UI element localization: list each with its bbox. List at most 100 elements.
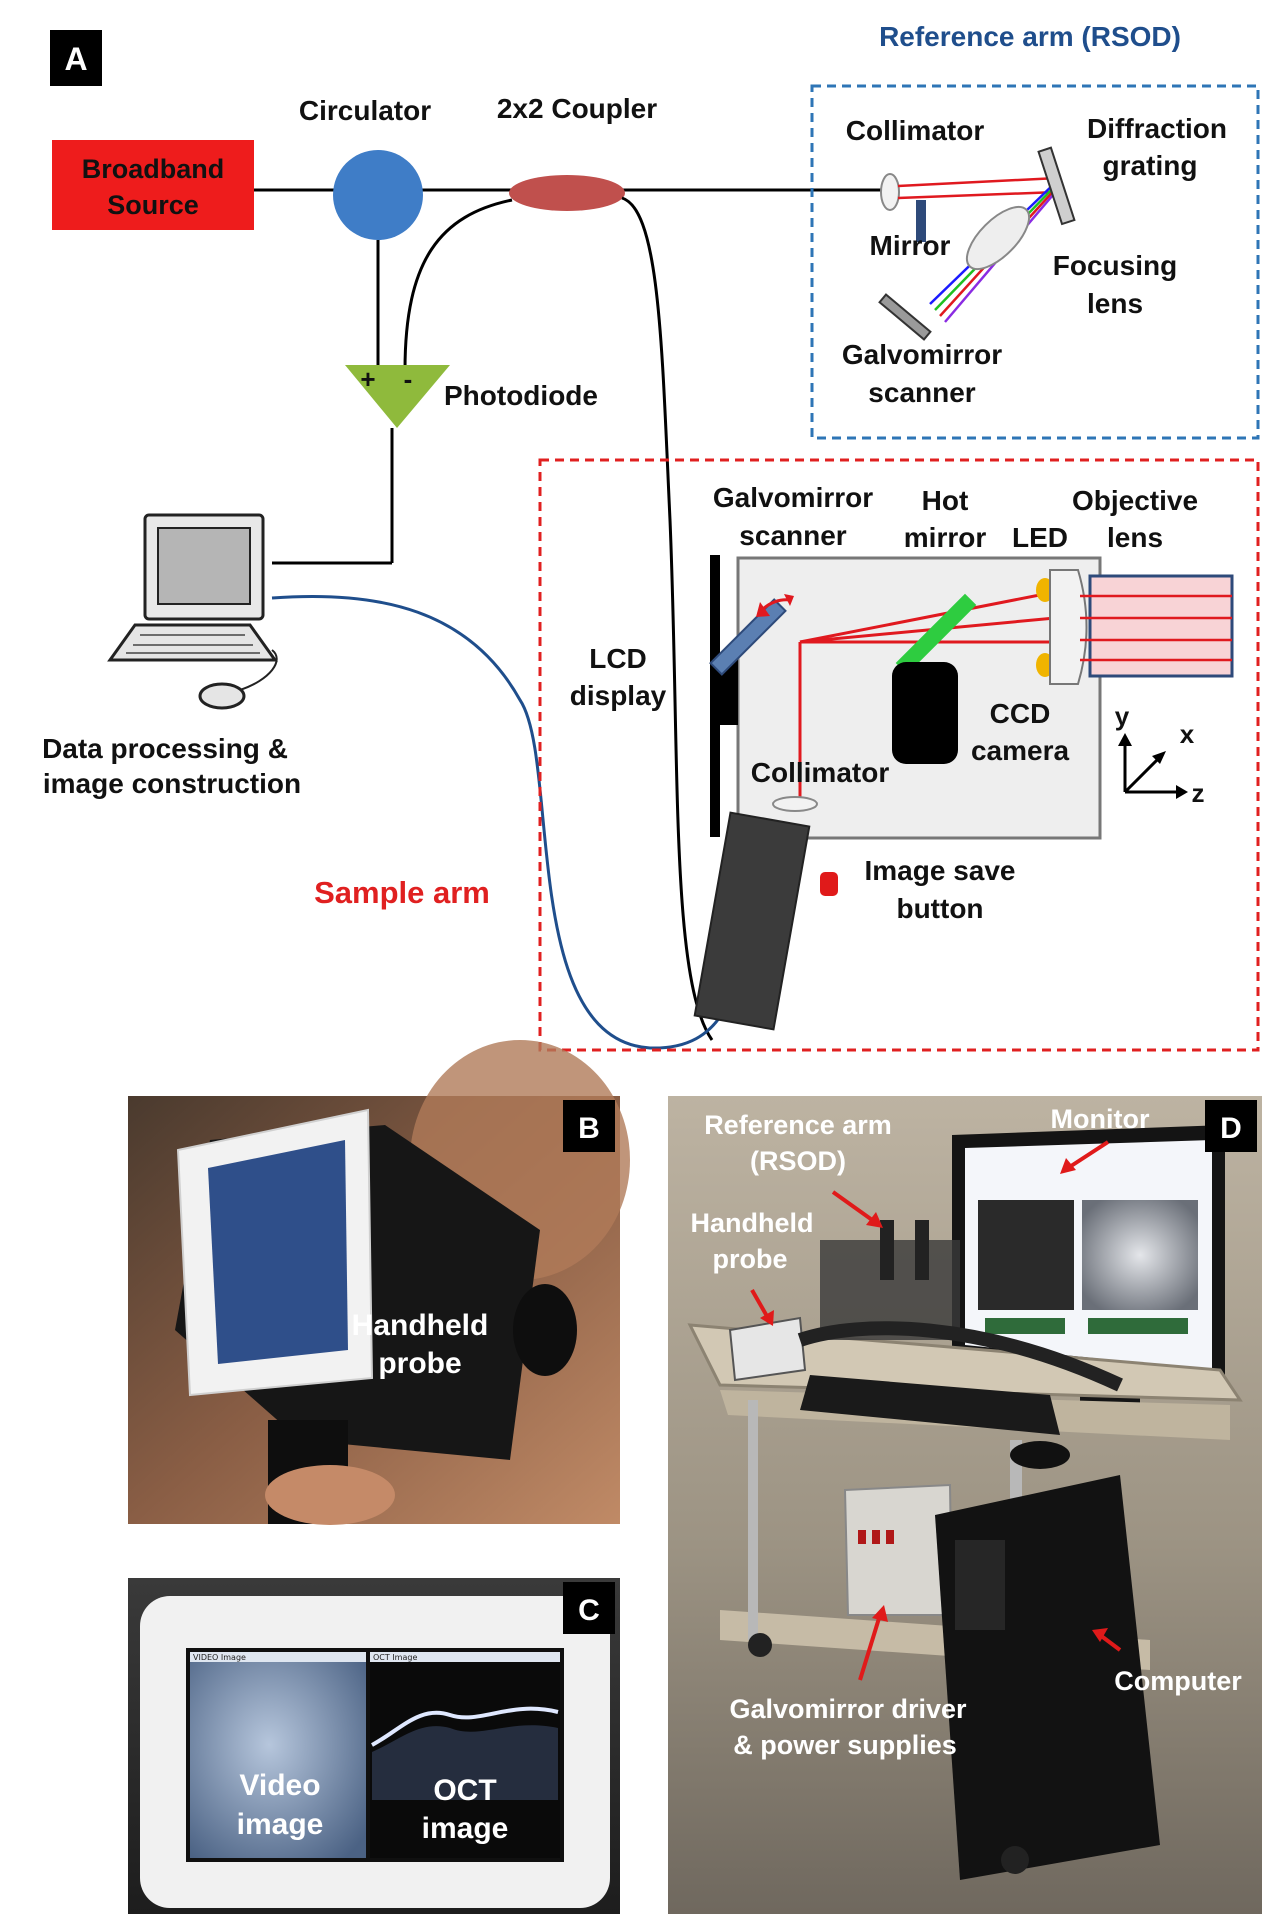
panel-a-letter-box (50, 30, 102, 86)
photodiode-triangle (345, 365, 450, 428)
video-pane-titlebar (190, 1652, 366, 1662)
panel-d-letter-box (1205, 1100, 1257, 1152)
panel-d-galvo-line2: & power supplies (733, 1730, 957, 1760)
ccd-camera-label-line1: CCD (990, 698, 1051, 729)
panel-d-handheld-line2: probe (712, 1244, 787, 1274)
panel-d-galvo-line1: Galvomirror driver (729, 1694, 967, 1724)
sample-galvo-label-line1: Galvomirror (713, 482, 873, 513)
galvo-arrow-head-2 (784, 594, 794, 606)
panel-c-letter: C (578, 1594, 600, 1627)
monitor-signal-2 (1088, 1318, 1188, 1334)
video-image-pane (190, 1652, 366, 1858)
oct-image-label-line1: OCT (433, 1774, 496, 1807)
panel-d: D Reference arm (RSOD) Monitor Handheld … (668, 1096, 1262, 1914)
driver-led-1 (858, 1530, 866, 1544)
focusing-lens-label-line2: lens (1087, 288, 1143, 319)
monitor-signal-1 (985, 1318, 1065, 1334)
video-image-label-line2: image (237, 1808, 324, 1841)
ref-collimator-label: Collimator (846, 115, 985, 146)
photodiode-plus: + (360, 364, 375, 394)
lcd-display-bar (710, 555, 720, 837)
galvo-arrow-head-1 (756, 602, 770, 617)
broadband-source-box (52, 140, 254, 230)
ccd-camera (892, 662, 958, 764)
coupler-label: 2x2 Coupler (497, 93, 657, 124)
hot-mirror-label-line1: Hot (922, 485, 969, 516)
ref-mirror (916, 200, 926, 242)
lcd-display-label-line1: LCD (589, 643, 647, 674)
coupler-photodiode-fiber (403, 198, 513, 371)
panel-d-handheld-line1: Handheld (690, 1208, 813, 1238)
wheel-left (748, 1633, 772, 1657)
video-image-label-line1: Video (239, 1769, 320, 1802)
panel-d-monitor: Monitor (1051, 1104, 1150, 1134)
sample-beam-lines (1080, 594, 1232, 662)
cart-leg-front-left (748, 1400, 758, 1640)
panel-c-letter-box (563, 1582, 615, 1634)
monitor-video-window (1082, 1200, 1198, 1310)
broadband-source-label-line1: Broadband (82, 154, 225, 184)
sample-galvo-mirror (709, 598, 787, 676)
circulator-label: Circulator (299, 95, 431, 126)
axes-icon (1123, 740, 1180, 794)
panel-a: A Reference arm (RSOD) Broadband Source … (42, 21, 1260, 1052)
focusing-lens-label-line1: Focusing (1053, 250, 1177, 281)
axis-x-arrow (1152, 751, 1166, 764)
objective-lens-label-line1: Objective (1072, 485, 1198, 516)
panel-d-letter: D (1220, 1112, 1242, 1145)
monitor-oct-window (978, 1200, 1074, 1310)
video-pane-title: VIDEO Image (193, 1653, 246, 1662)
probe-lcd-screen (208, 1140, 348, 1364)
lcd-display-label-line2: display (570, 680, 667, 711)
panel-d-arrows (750, 1140, 1122, 1681)
reference-arm-title: Reference arm (RSOD) (879, 21, 1181, 52)
focusing-lens (965, 205, 1031, 271)
image-save-button (820, 872, 838, 896)
led-label: LED (1012, 522, 1068, 553)
computer-icon (107, 513, 278, 710)
panel-d-reference-line1: Reference arm (704, 1110, 892, 1140)
sample-collimator-label: Collimator (751, 757, 890, 788)
ref-galvo-mirror (878, 293, 932, 341)
arrow-head-computer (1092, 1628, 1108, 1642)
circulator-circle (333, 150, 423, 240)
panel-b: B Handheld probe (128, 1040, 630, 1525)
sample-collimator-lens (772, 796, 818, 812)
panel-b-letter: B (578, 1112, 600, 1145)
panel-b-handheld-line1: Handheld (352, 1309, 489, 1342)
arrow-head-rsod (866, 1212, 883, 1228)
panel-c: VIDEO Image OCT Image C Video image OCT … (128, 1578, 620, 1914)
image-save-label-line2: button (896, 893, 983, 924)
panel-b-letter-box (563, 1100, 615, 1152)
rsod-post-2 (915, 1220, 929, 1280)
arrow-head-monitor (1060, 1158, 1076, 1174)
ref-galvo-label-line1: Galvomirror (842, 339, 1002, 370)
diffraction-grating-label-line2: grating (1103, 150, 1198, 181)
panel-d-reference-line2: (RSOD) (750, 1146, 846, 1176)
panel-b-handheld-line2: probe (378, 1347, 461, 1380)
objective-lens-label-line2: lens (1107, 522, 1163, 553)
probe-cable (797, 1321, 1123, 1392)
ref-collimator-lens (880, 173, 900, 211)
sample-galvo-label-line2: scanner (739, 520, 846, 551)
wheel-right (1001, 1846, 1029, 1874)
sample-beams (798, 590, 1056, 800)
photodiode-minus: - (404, 364, 413, 394)
tower-drive-bays (955, 1540, 1005, 1630)
oct-pane-title: OCT Image (373, 1653, 417, 1662)
axis-y-label: y (1115, 701, 1130, 731)
objective-lens (1049, 569, 1088, 685)
coupler-ellipse (509, 175, 625, 211)
driver-led-3 (886, 1530, 894, 1544)
probe-handle (693, 811, 811, 1031)
computer-label-line1: Data processing & (42, 733, 288, 764)
ccd-camera-label-line2: camera (971, 735, 1070, 766)
sample-arm-box (538, 458, 1260, 1052)
keyboard (800, 1375, 1060, 1435)
oct-surface-line (371, 1706, 559, 1747)
oct-image-label-line2: image (422, 1812, 509, 1845)
mirror-label: Mirror (870, 230, 951, 261)
mouse (1010, 1441, 1070, 1469)
cart-probe (728, 1316, 807, 1382)
